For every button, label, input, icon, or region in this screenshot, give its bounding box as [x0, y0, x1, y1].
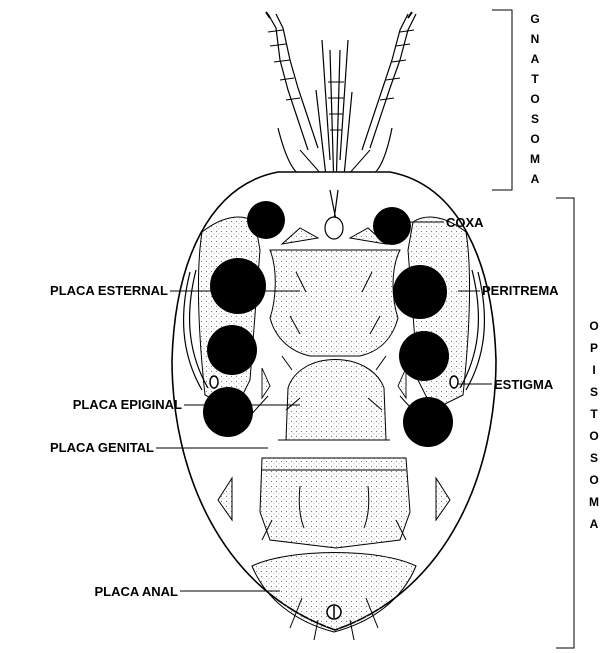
svg-text:M: M	[589, 495, 599, 509]
anal-plate	[252, 553, 416, 633]
svg-text:O: O	[530, 132, 539, 146]
gnathosoma-bracket	[492, 10, 512, 190]
label-coxa: COXA	[446, 215, 484, 230]
label-peritrema: PERITREMA	[482, 283, 559, 298]
label-estigma: ESTIGMA	[494, 377, 554, 392]
svg-text:T: T	[531, 72, 539, 86]
svg-text:O: O	[589, 473, 598, 487]
svg-text:A: A	[531, 172, 540, 186]
coxa-3-right	[399, 331, 449, 381]
label-placa-genital: PLACA GENITAL	[50, 440, 154, 455]
epigynal-plate	[286, 360, 386, 441]
stigma-right	[450, 376, 458, 388]
opisthosoma-bracket	[556, 198, 574, 648]
sternal-plate	[270, 250, 400, 356]
genital-plate	[260, 458, 410, 548]
svg-text:A: A	[590, 517, 599, 531]
gnathosoma-mouthparts	[266, 12, 416, 190]
stigma-left	[210, 376, 218, 388]
svg-text:P: P	[590, 341, 598, 355]
coxa-2-left	[210, 258, 266, 314]
svg-text:S: S	[590, 451, 598, 465]
label-placa-esternal: PLACA ESTERNAL	[50, 283, 168, 298]
coxa-4-right	[403, 397, 453, 447]
svg-text:M: M	[530, 152, 540, 166]
svg-text:O: O	[589, 429, 598, 443]
coxa-3-left	[207, 325, 257, 375]
coxa-1-left	[247, 201, 285, 239]
svg-text:S: S	[531, 112, 539, 126]
label-gnatosoma: G N A T O S O M A	[530, 12, 540, 186]
svg-text:I: I	[592, 363, 595, 377]
svg-text:T: T	[590, 407, 598, 421]
svg-text:G: G	[530, 12, 539, 26]
coxa-4-left	[203, 387, 253, 437]
coxa-1-right	[373, 207, 411, 245]
svg-text:N: N	[531, 32, 540, 46]
label-opistosoma: O P I S T O S O M A	[589, 319, 599, 531]
coxa-2-right	[393, 265, 447, 319]
tritosternum-base	[325, 217, 343, 239]
label-placa-epiginal: PLACA EPIGINAL	[73, 397, 182, 412]
svg-text:O: O	[530, 92, 539, 106]
svg-text:S: S	[590, 385, 598, 399]
svg-text:A: A	[531, 52, 540, 66]
svg-text:O: O	[589, 319, 598, 333]
label-placa-anal: PLACA ANAL	[94, 584, 178, 599]
